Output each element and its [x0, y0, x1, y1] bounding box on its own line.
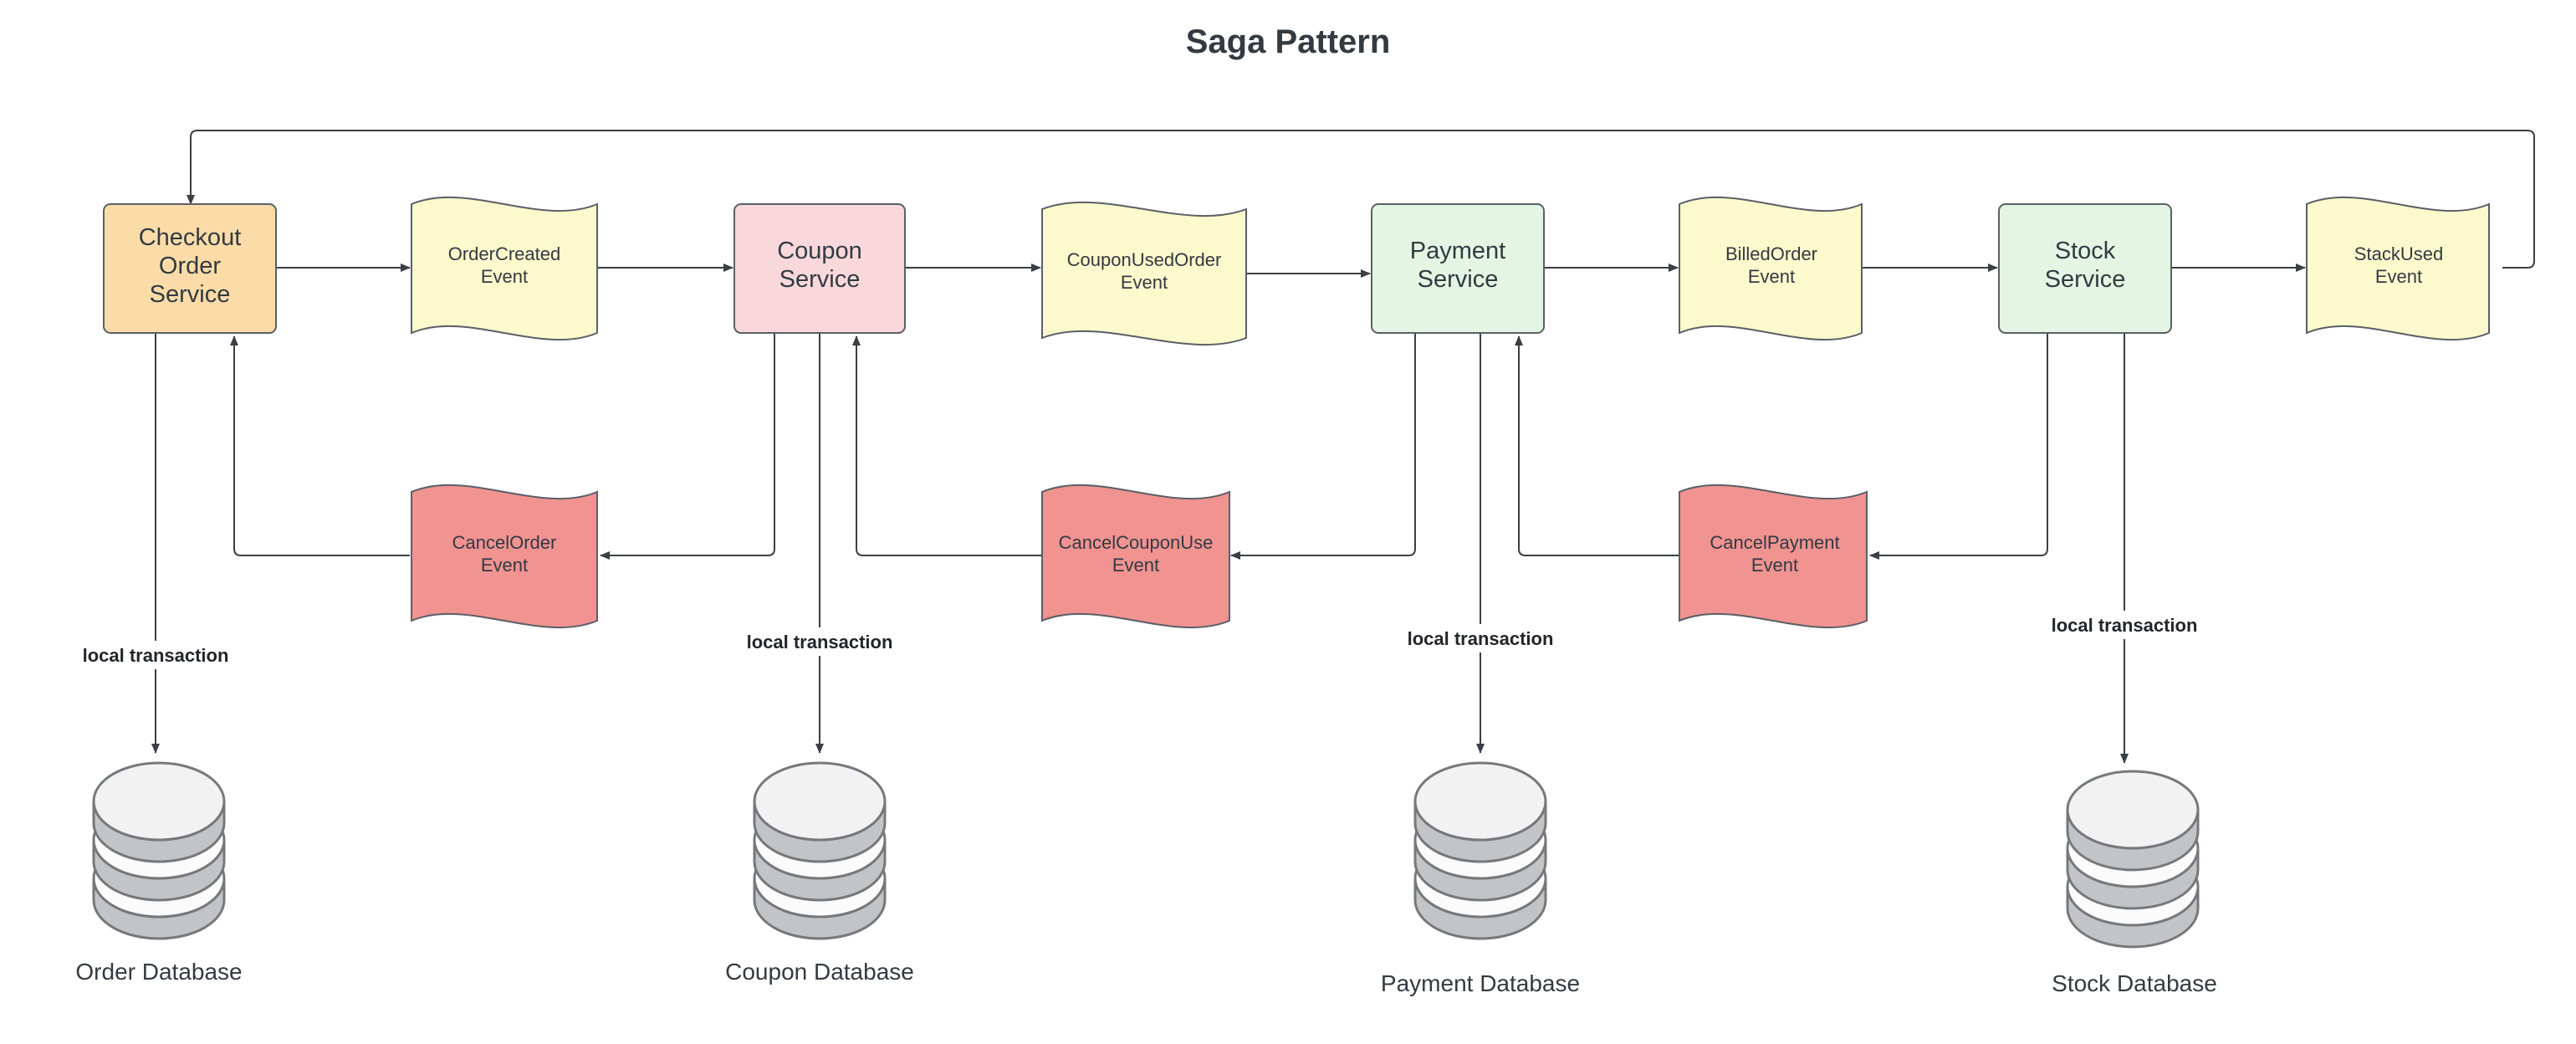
connectors	[151, 130, 2535, 764]
event-shape-stack-used[interactable]	[2306, 197, 2490, 340]
database-icon-stock-disk-top-2	[2066, 770, 2200, 850]
event-order-created-line-1: OrderCreated	[448, 243, 561, 264]
event-shape-billed-order[interactable]	[1679, 197, 1863, 340]
event-shape-coupon-used-order[interactable]	[1041, 201, 1247, 346]
db-label-payment: Payment Database	[1381, 970, 1580, 996]
event-coupon-used-order-line-1: CouponUsedOrder	[1067, 249, 1222, 270]
database-icon-coupon	[753, 761, 887, 940]
database-icon-payment	[1413, 761, 1547, 940]
event-billed-order-line-1: BilledOrder	[1725, 243, 1817, 264]
service-payment-line-2: Service	[1418, 266, 1499, 293]
event-billed-order-line-2: Event	[1748, 266, 1795, 287]
service-checkout-line-2: Order	[159, 253, 221, 279]
service-checkout-line-3: Service	[150, 281, 231, 308]
db-label-coupon: Coupon Database	[725, 959, 914, 985]
database-icon-order-disk-top-2	[92, 761, 226, 842]
cancel-shape-coupon-use[interactable]	[1041, 484, 1230, 628]
database-icon-order	[92, 761, 226, 940]
lt-label-coupon: local transaction	[747, 632, 893, 652]
local-transaction-labels: local transaction local transaction loca…	[75, 611, 2205, 669]
service-checkout[interactable]: Checkout Order Service	[103, 203, 277, 334]
event-shapes	[411, 197, 2490, 628]
database-icon-coupon-disk-top-2	[753, 761, 887, 842]
event-stack-used-line-2: Event	[2375, 266, 2422, 287]
arrow-cancelorder-to-checkout	[230, 335, 410, 556]
database-icons	[92, 761, 2200, 949]
service-checkout-line-1: Checkout	[139, 224, 242, 251]
lt-label-stock: local transaction	[2052, 615, 2198, 636]
service-coupon[interactable]: Coupon Service	[733, 203, 906, 334]
db-label-stock: Stock Database	[2052, 970, 2217, 996]
database-icon-payment-disk-top-2	[1413, 761, 1547, 842]
cancel-coupon-use-line-1: CancelCouponUse	[1059, 532, 1214, 553]
service-stock-line-1: Stock	[2055, 238, 2116, 264]
diagram-title: Saga Pattern	[1185, 23, 1391, 60]
cancel-coupon-use-line-2: Event	[1112, 555, 1159, 576]
arrow-cancelcouponuse-to-coupon	[852, 335, 1042, 556]
database-labels: Order Database Coupon Database Payment D…	[75, 959, 2216, 996]
database-icon-stock	[2066, 770, 2200, 949]
event-labels: OrderCreated Event CouponUsedOrder Event…	[448, 243, 2443, 576]
arrow-stock-to-cancelpayment	[1869, 333, 2048, 560]
service-coupon-line-2: Service	[779, 266, 861, 293]
cancel-order-line-1: CancelOrder	[452, 532, 557, 553]
cancel-shape-payment[interactable]	[1679, 484, 1868, 628]
cancel-payment-line-2: Event	[1751, 555, 1798, 576]
event-stack-used-line-1: StackUsed	[2354, 243, 2443, 264]
arrow-coupon-to-cancelorder	[600, 333, 775, 560]
cancel-payment-line-1: CancelPayment	[1710, 532, 1839, 553]
lt-label-order: local transaction	[83, 645, 229, 666]
lt-label-payment: local transaction	[1408, 628, 1554, 649]
arrow-payment-to-cancelcouponuse	[1230, 333, 1416, 560]
service-stock[interactable]: Stock Service	[1998, 203, 2172, 334]
event-coupon-used-order-line-2: Event	[1121, 272, 1168, 293]
service-payment[interactable]: Payment Service	[1371, 203, 1545, 334]
arrow-cancelpayment-to-payment	[1515, 335, 1679, 556]
cancel-shape-order[interactable]	[411, 484, 598, 628]
event-shape-order-created[interactable]	[411, 197, 598, 340]
event-order-created-line-2: Event	[481, 266, 528, 287]
loop-connector	[187, 130, 2535, 269]
service-payment-line-1: Payment	[1410, 238, 1505, 264]
service-stock-line-2: Service	[2045, 266, 2126, 293]
cancel-order-line-2: Event	[481, 555, 528, 576]
db-label-order: Order Database	[75, 959, 242, 985]
service-coupon-line-1: Coupon	[777, 238, 862, 264]
